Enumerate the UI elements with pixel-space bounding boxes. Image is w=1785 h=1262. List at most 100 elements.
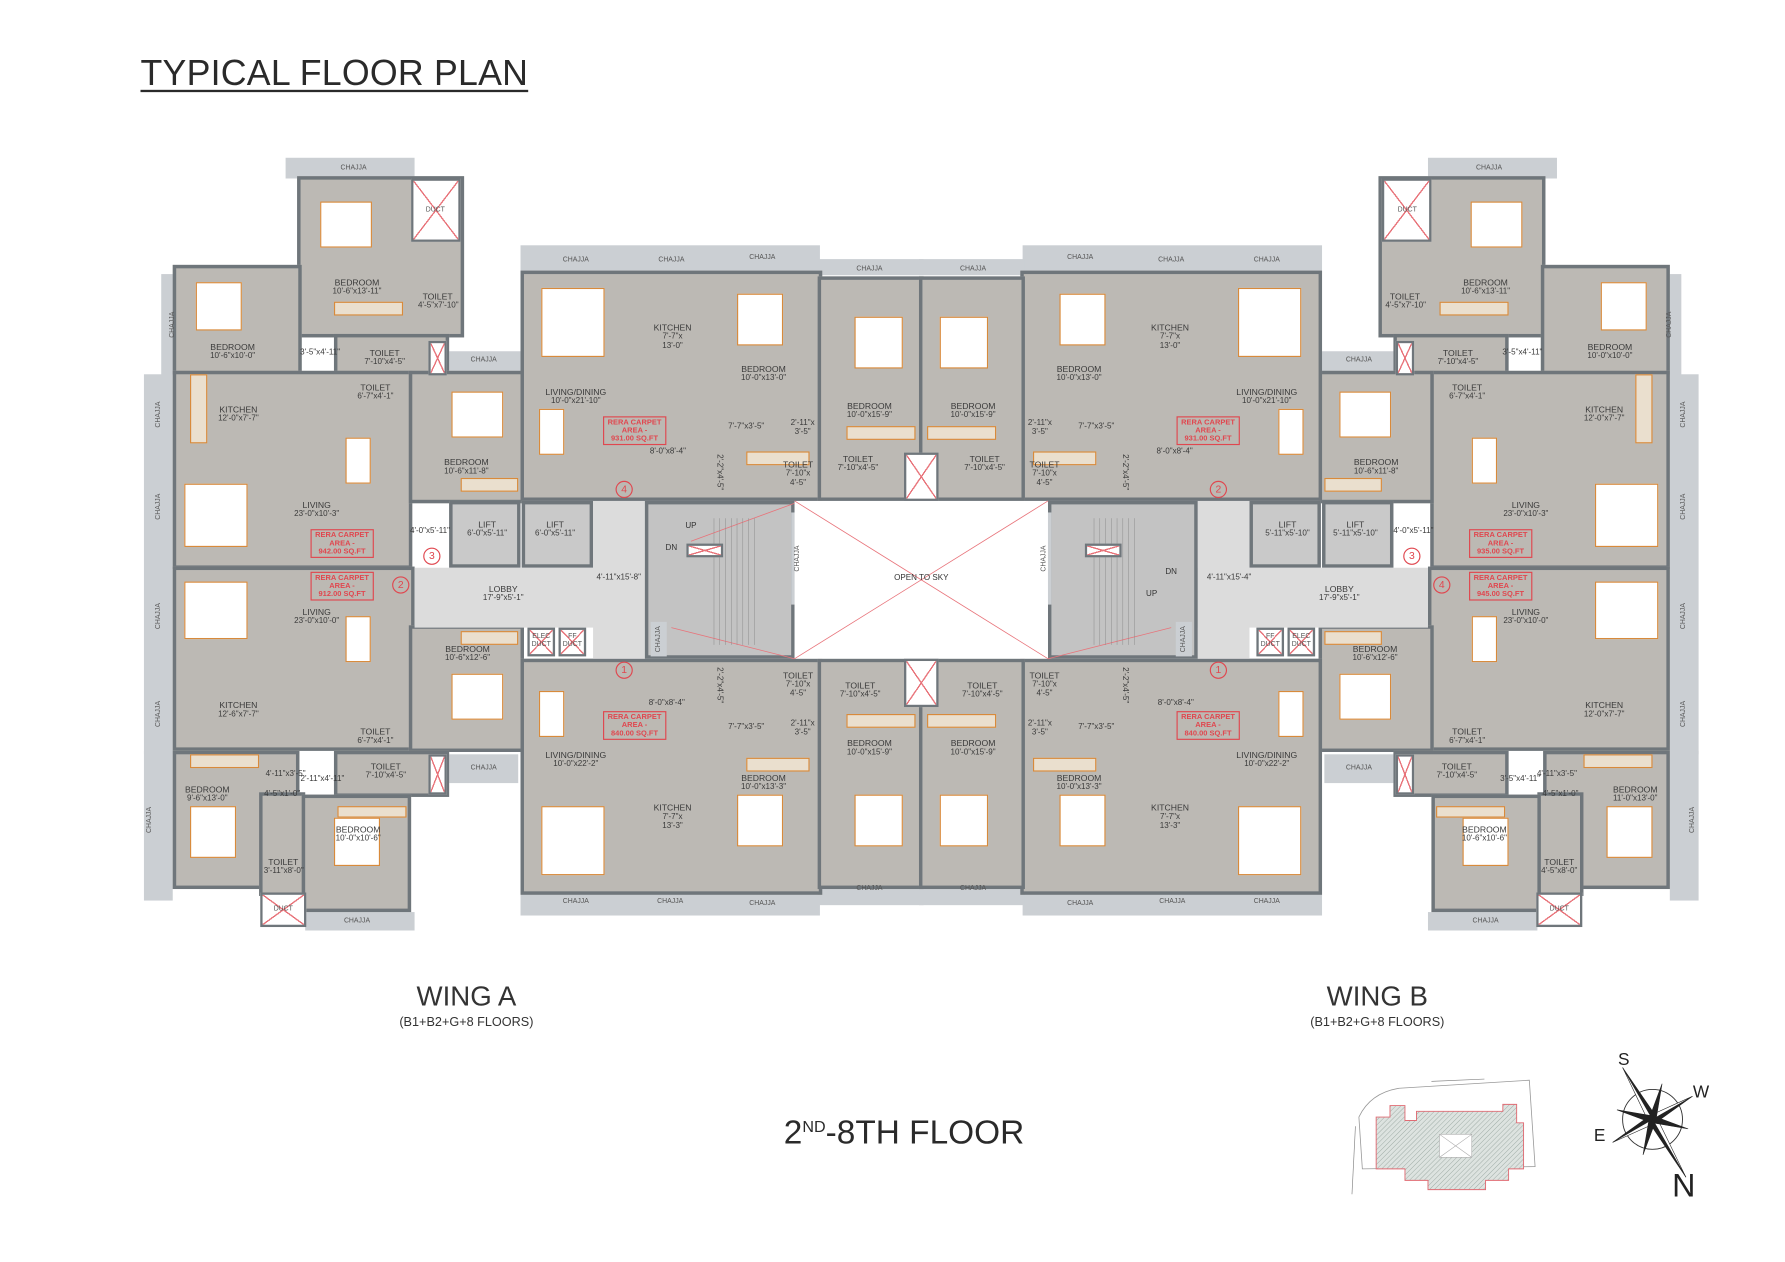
chajja-label: CHAJJA	[155, 603, 163, 630]
rera-line: AREA -	[1195, 426, 1221, 435]
room-label: 3'-5"x4'-11"	[300, 349, 340, 358]
room-label: 4'-11"x15'-4"	[1207, 573, 1252, 582]
chajja-label: CHAJJA	[1067, 900, 1094, 908]
wardrobe	[1032, 757, 1097, 772]
furniture	[1606, 806, 1653, 858]
key-plan	[1351, 1078, 1536, 1195]
room-name: LIFT	[1278, 519, 1297, 530]
furniture	[1462, 817, 1509, 867]
room-name: LIFT	[1346, 519, 1365, 530]
room-dimensions: 7'-10"x4'-5"	[1437, 358, 1479, 367]
chajja-label: CHAJJA	[562, 898, 589, 906]
room-dimensions: 7'-7"x3'-5"	[1078, 723, 1115, 732]
room-name: BEDROOM	[184, 784, 230, 795]
duct-shaft	[1536, 892, 1583, 928]
room-label: 2'-2"x4'-5"	[1119, 454, 1129, 490]
room-dimensions: 10'-6"x12'-6"	[1352, 654, 1398, 663]
duct-label: DUCT	[425, 206, 445, 214]
furniture	[737, 794, 784, 847]
room-dimensions: 7'-7"x3'-5"	[728, 723, 765, 732]
room-dimensions: 10'-0"x13'-3"	[740, 783, 787, 792]
room-dimensions: 10'-6"x13'-11"	[332, 287, 382, 296]
room-name: KITCHEN	[219, 404, 258, 415]
room-dimensions: 10'-0"x21'-10"	[551, 397, 601, 406]
furniture	[939, 794, 989, 847]
room-name: BEDROOM	[741, 772, 786, 784]
wing-b-name: WING B	[1326, 981, 1428, 1013]
chajja-label: CHAJJA	[1680, 700, 1688, 728]
chajja-label: CHAJJA	[1680, 401, 1688, 428]
room-dimensions: 7'-7"x 13'-0"	[662, 332, 683, 351]
chajja-balcony	[143, 374, 173, 755]
wardrobe	[333, 301, 404, 316]
room-label: 4'-0"x5'-11"	[409, 527, 451, 536]
room-dimensions: 10'-6"x13'-11"	[1461, 287, 1511, 296]
room-dimensions: 7'-7"x 13'-3"	[1159, 813, 1181, 831]
chajja-balcony	[918, 259, 1025, 276]
room-label: 7'-7"x3'-5"	[1078, 723, 1114, 732]
room-name: TOILET	[845, 680, 876, 691]
room-name: BEDROOM	[445, 643, 490, 655]
rera-line: 942.00 SQ.FT	[318, 547, 366, 556]
furniture	[1594, 581, 1659, 640]
wardrobe	[1032, 451, 1097, 466]
wing-b-caption: WING B (B1+B2+G+8 FLOORS)	[1310, 981, 1444, 1029]
wing-b-floors: (B1+B2+G+8 FLOORS)	[1310, 1015, 1445, 1030]
rera-line: AREA -	[1195, 721, 1221, 730]
furniture	[1339, 673, 1392, 720]
duct-shaft	[1287, 627, 1316, 657]
room-dimensions: 12'-0"x7'-7"	[1583, 414, 1625, 423]
room-name: TOILET	[967, 680, 998, 691]
room-dimensions: 10'-0"x22'-2"	[1244, 760, 1290, 769]
chajja-label: CHAJJA	[1472, 917, 1499, 925]
chajja-balcony	[650, 621, 667, 657]
room-label: 2'-11"x4'-11"	[300, 775, 344, 784]
duct-shaft	[527, 627, 556, 657]
chajja-balcony	[1175, 621, 1192, 657]
furniture	[451, 391, 504, 438]
chajja-label: CHAJJA	[562, 256, 589, 264]
room-label: 7'-7"x3'-5"	[1078, 423, 1114, 432]
floor-ordinal-suffix: ND	[802, 1117, 826, 1136]
room-name: BEDROOM	[950, 400, 996, 412]
service-duct-label: FF DUCT	[1260, 633, 1280, 649]
unit-number-badge: 2	[392, 576, 410, 594]
room-name: LIVING/DINING	[1236, 386, 1298, 398]
compass-rose-icon	[1612, 1067, 1693, 1178]
room-dimensions: 4'-0"x5'-11"	[409, 527, 451, 536]
room-dimensions: 7'-10"x4'-5"	[1436, 771, 1478, 780]
wardrobe	[190, 754, 260, 769]
furniture	[1470, 201, 1523, 248]
room-dimensions: 5'-11"x5'-10"	[1333, 529, 1378, 538]
room-dimensions: 12'-0"x7'-7"	[218, 414, 259, 423]
duct-shaft	[411, 178, 461, 242]
stair-well	[686, 543, 724, 558]
room-label: 4'-0"x5'-11"	[1393, 527, 1433, 536]
furniture	[184, 581, 248, 640]
room-name: TOILET	[1452, 382, 1483, 393]
room-label: 4'-5"x1'-0"	[264, 790, 300, 799]
room-label: 3'-5"x4'-11"	[1500, 775, 1540, 784]
room-dimensions: 3'-5"x4'-11"	[300, 348, 341, 357]
rera-line: AREA -	[621, 721, 648, 730]
staircase	[644, 500, 795, 659]
stair-down-label: DN	[1165, 568, 1178, 577]
room-name: KITCHEN	[653, 802, 692, 814]
